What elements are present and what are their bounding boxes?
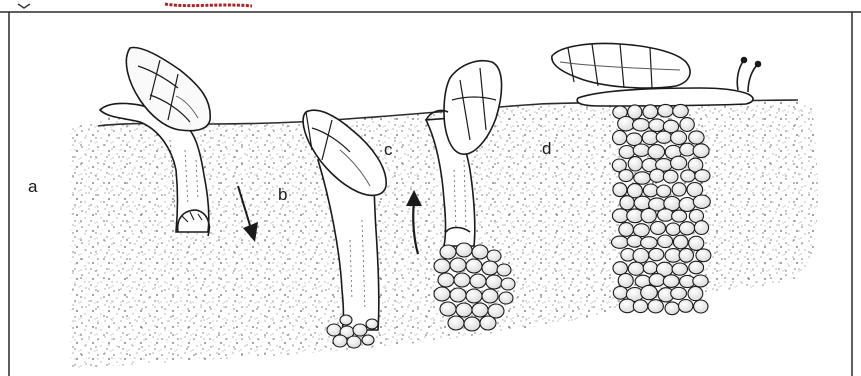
egg xyxy=(649,274,664,287)
egg xyxy=(627,235,642,247)
egg xyxy=(651,222,666,235)
egg xyxy=(689,261,704,274)
egg xyxy=(628,262,644,275)
egg xyxy=(658,235,673,248)
egg xyxy=(618,273,633,287)
egg xyxy=(613,131,627,145)
egg xyxy=(648,145,665,159)
egg xyxy=(672,263,687,275)
egg xyxy=(693,195,710,208)
egg xyxy=(628,157,642,171)
egg xyxy=(671,287,687,299)
egg xyxy=(619,223,634,237)
egg xyxy=(694,300,708,313)
egg xyxy=(679,222,694,235)
egg xyxy=(663,275,679,288)
egg xyxy=(641,285,658,299)
egg xyxy=(680,143,695,156)
label-a: a xyxy=(28,177,38,196)
egg xyxy=(689,131,704,144)
label-b: b xyxy=(278,185,287,204)
egg xyxy=(643,262,657,274)
egg xyxy=(672,210,687,222)
egg xyxy=(633,249,649,263)
egg xyxy=(679,248,693,262)
egg xyxy=(613,183,627,197)
egg xyxy=(673,235,688,249)
egg xyxy=(649,248,664,260)
egg xyxy=(613,286,627,299)
egg xyxy=(689,236,704,250)
egg xyxy=(658,104,673,117)
egg xyxy=(612,236,629,248)
egg xyxy=(695,170,710,182)
egg xyxy=(648,300,663,313)
egg xyxy=(694,221,708,235)
egg xyxy=(693,275,708,287)
egg xyxy=(679,300,693,313)
egg xyxy=(658,209,674,221)
egg-column-large xyxy=(612,104,711,314)
label-d: d xyxy=(542,139,551,158)
egg xyxy=(671,156,687,170)
egg xyxy=(649,119,665,132)
egg xyxy=(672,183,686,196)
top-marks xyxy=(18,4,252,8)
label-c: c xyxy=(384,140,393,159)
egg xyxy=(671,131,687,145)
egg xyxy=(679,198,695,212)
egg xyxy=(620,196,634,210)
egg xyxy=(619,146,634,159)
egg xyxy=(618,117,635,131)
egg xyxy=(613,262,627,275)
egg xyxy=(643,105,658,119)
egg xyxy=(634,172,651,184)
egg xyxy=(693,144,709,158)
egg xyxy=(665,302,679,315)
egg xyxy=(641,237,658,249)
egg xyxy=(656,131,671,143)
egg xyxy=(657,185,671,197)
egg xyxy=(633,119,650,131)
egg xyxy=(663,170,678,183)
egg xyxy=(688,287,703,301)
egg xyxy=(641,208,656,222)
snail-crawling xyxy=(552,44,761,107)
egg xyxy=(650,169,665,182)
egg xyxy=(680,118,694,132)
egg xyxy=(696,249,711,262)
egg xyxy=(619,170,633,182)
egg xyxy=(681,170,695,182)
egg xyxy=(673,104,689,117)
egg xyxy=(666,223,680,235)
egg xyxy=(643,184,658,197)
egg xyxy=(633,144,649,156)
egg xyxy=(633,300,647,313)
